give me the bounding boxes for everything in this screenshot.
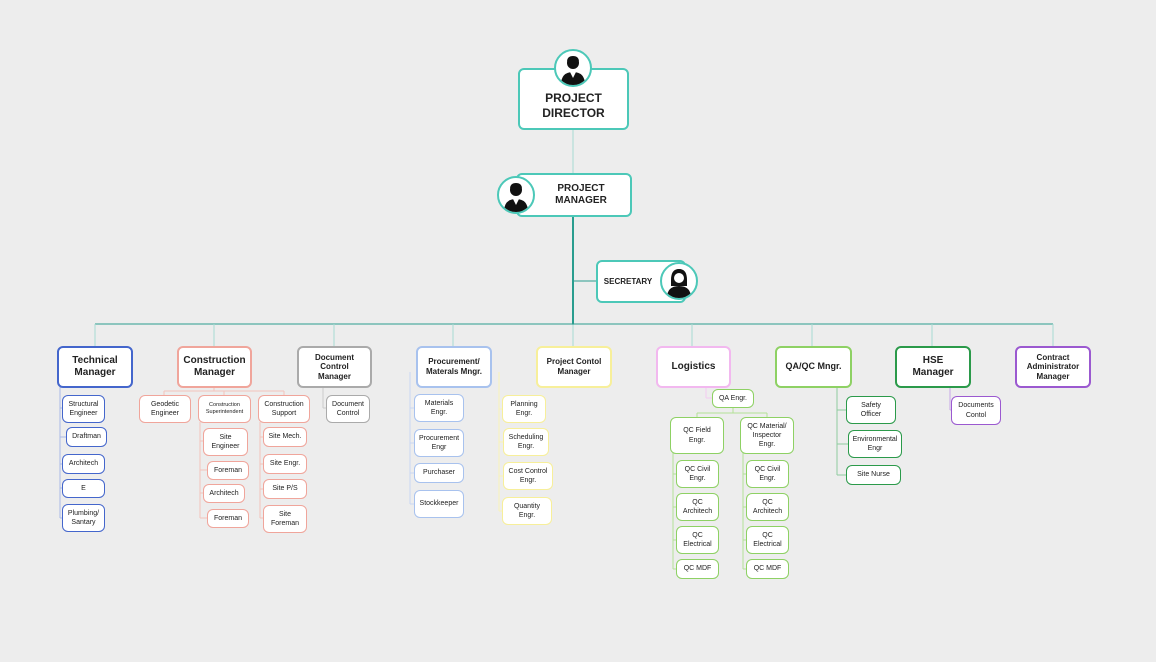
procurement-item[interactable]: Procurement Engr bbox=[414, 429, 464, 457]
procurement-item[interactable]: Stockkeeper bbox=[414, 490, 464, 518]
superintendent-item[interactable]: Foreman bbox=[207, 461, 249, 480]
project-control-item[interactable]: Cost Control Engr. bbox=[503, 462, 553, 490]
project-manager-box[interactable]: PROJECT MANAGER bbox=[516, 173, 632, 217]
technical-item[interactable]: Architech bbox=[62, 454, 105, 474]
support-item[interactable]: Site P/S bbox=[263, 479, 307, 499]
qc-material-item[interactable]: QC Architech bbox=[746, 493, 789, 521]
contract-item[interactable]: Documents Contol bbox=[951, 396, 1001, 425]
qc-field-item[interactable]: QC Architech bbox=[676, 493, 719, 521]
hse-item[interactable]: Environmental Engr bbox=[848, 430, 902, 458]
construction-superintendent-box[interactable]: Construction Superintendent bbox=[198, 395, 251, 423]
qa-engineer-box[interactable]: QA Engr. bbox=[712, 389, 754, 408]
hse-manager-box[interactable]: HSE Manager bbox=[895, 346, 971, 388]
woman-icon bbox=[660, 262, 698, 300]
procurement-manager-box[interactable]: Procurement/ Materals Mngr. bbox=[416, 346, 492, 388]
procurement-item[interactable]: Purchaser bbox=[414, 463, 464, 483]
logistics-box[interactable]: Logistics bbox=[656, 346, 731, 388]
superintendent-item[interactable]: Site Engineer bbox=[203, 428, 248, 456]
qc-material-item[interactable]: QC MDF bbox=[746, 559, 789, 579]
qc-material-inspector-box[interactable]: QC Material/ Inspector Engr. bbox=[740, 417, 794, 454]
technical-item[interactable]: Structural Engineer bbox=[62, 395, 105, 423]
hse-item[interactable]: Safety Officer bbox=[846, 396, 896, 424]
qc-material-item[interactable]: QC Civil Engr. bbox=[746, 460, 789, 488]
person-icon bbox=[497, 176, 535, 214]
project-control-item[interactable]: Quantity Engr. bbox=[502, 497, 552, 525]
qc-material-item[interactable]: QC Electrical bbox=[746, 526, 789, 554]
qc-field-item[interactable]: QC MDF bbox=[676, 559, 719, 579]
project-control-item[interactable]: Scheduling Engr. bbox=[503, 428, 549, 456]
construction-manager-box[interactable]: Construction Manager bbox=[177, 346, 252, 388]
construction-support-box[interactable]: Construction Support bbox=[258, 395, 310, 423]
document-control-box[interactable]: Document Control bbox=[326, 395, 370, 423]
qc-field-engineer-box[interactable]: QC Field Engr. bbox=[670, 417, 724, 454]
superintendent-item[interactable]: Architech bbox=[203, 484, 245, 503]
technical-item[interactable]: Plumbing/ Santary bbox=[62, 504, 105, 532]
contract-administrator-manager-box[interactable]: Contract Administrator Manager bbox=[1015, 346, 1091, 388]
qc-field-item[interactable]: QC Civil Engr. bbox=[676, 460, 719, 488]
support-item[interactable]: Site Mech. bbox=[263, 427, 307, 447]
technical-item[interactable]: E bbox=[62, 479, 105, 498]
technical-manager-box[interactable]: Technical Manager bbox=[57, 346, 133, 388]
hse-item[interactable]: Site Nurse bbox=[846, 465, 901, 485]
project-control-item[interactable]: Planning Engr. bbox=[502, 395, 546, 423]
person-icon bbox=[554, 49, 592, 87]
qc-field-item[interactable]: QC Electrical bbox=[676, 526, 719, 554]
procurement-item[interactable]: Materials Engr. bbox=[414, 394, 464, 422]
document-control-manager-box[interactable]: Document Control Manager bbox=[297, 346, 372, 388]
qaqc-manager-box[interactable]: QA/QC Mngr. bbox=[775, 346, 852, 388]
geodetic-engineer-box[interactable]: Geodetic Engineer bbox=[139, 395, 191, 423]
project-control-manager-box[interactable]: Project Contol Manager bbox=[536, 346, 612, 388]
support-item[interactable]: Site Engr. bbox=[263, 454, 307, 474]
technical-item[interactable]: Draftman bbox=[66, 427, 107, 447]
superintendent-item[interactable]: Foreman bbox=[207, 509, 249, 528]
support-item[interactable]: Site Foreman bbox=[263, 505, 307, 533]
